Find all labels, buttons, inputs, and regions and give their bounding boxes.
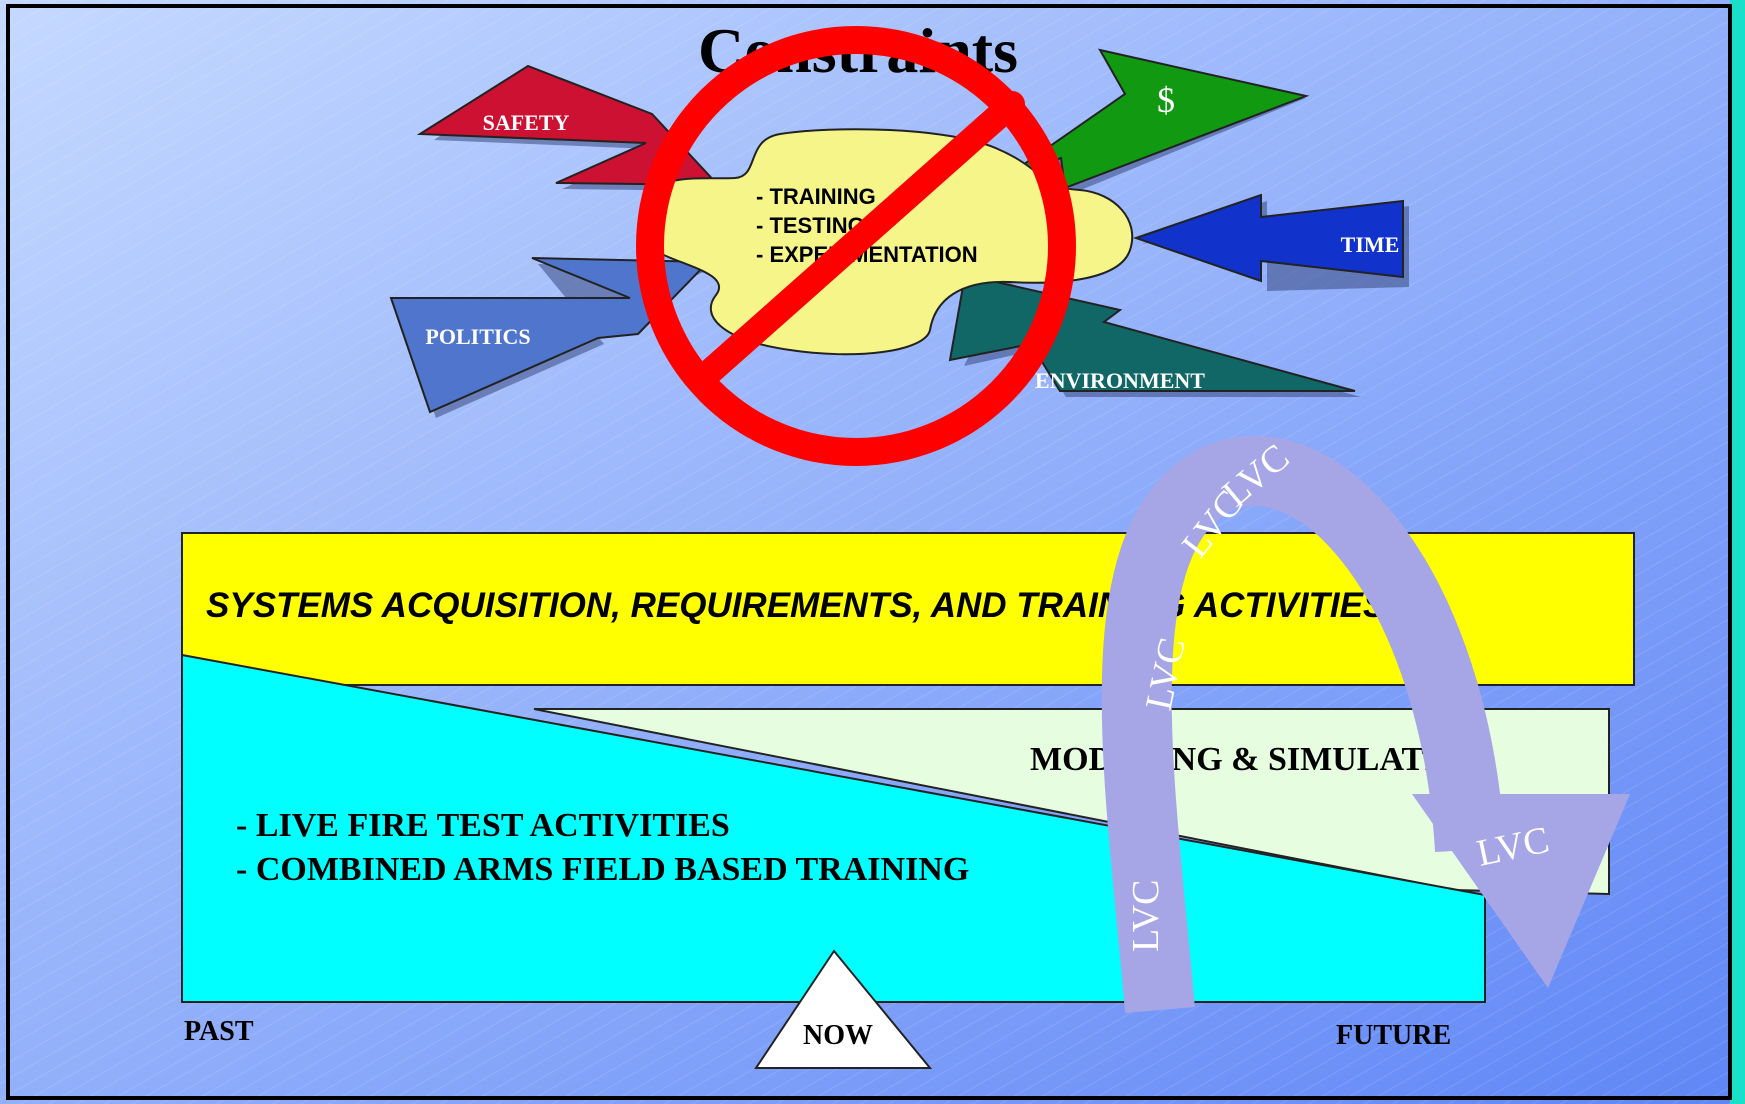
environment-label: ENVIRONMENT: [1035, 368, 1205, 393]
now-label: NOW: [803, 1020, 873, 1051]
center-line-training: - TRAINING: [756, 184, 876, 209]
politics-arrow: [389, 257, 711, 414]
modeling-simulation-label: MODELING & SIMULATION: [1030, 741, 1489, 778]
past-label: PAST: [184, 1016, 254, 1047]
slide-border: [6, 4, 1732, 1100]
lvc-arc-arrow: [1101, 435, 1630, 1014]
acquisition-band-label: SYSTEMS ACQUISITION, REQUIREMENTS, AND T…: [206, 586, 1386, 625]
time-label: TIME: [1341, 232, 1400, 257]
time-arrow: [1132, 193, 1404, 283]
future-label: FUTURE: [1336, 1020, 1451, 1051]
live-line-1: - LIVE FIRE TEST ACTIVITIES: [236, 807, 730, 844]
lvc-label-1: LVC: [1125, 879, 1167, 952]
politics-label: POLITICS: [425, 324, 530, 349]
safety-label: SAFETY: [483, 110, 570, 135]
money-label: $: [1157, 80, 1175, 120]
live-line-2: - COMBINED ARMS FIELD BASED TRAINING: [236, 851, 969, 888]
now-marker: [754, 949, 933, 1069]
center-blob: [650, 128, 1134, 356]
right-edge-strip: [1730, 0, 1745, 1104]
prohibition-icon: [636, 26, 1076, 466]
